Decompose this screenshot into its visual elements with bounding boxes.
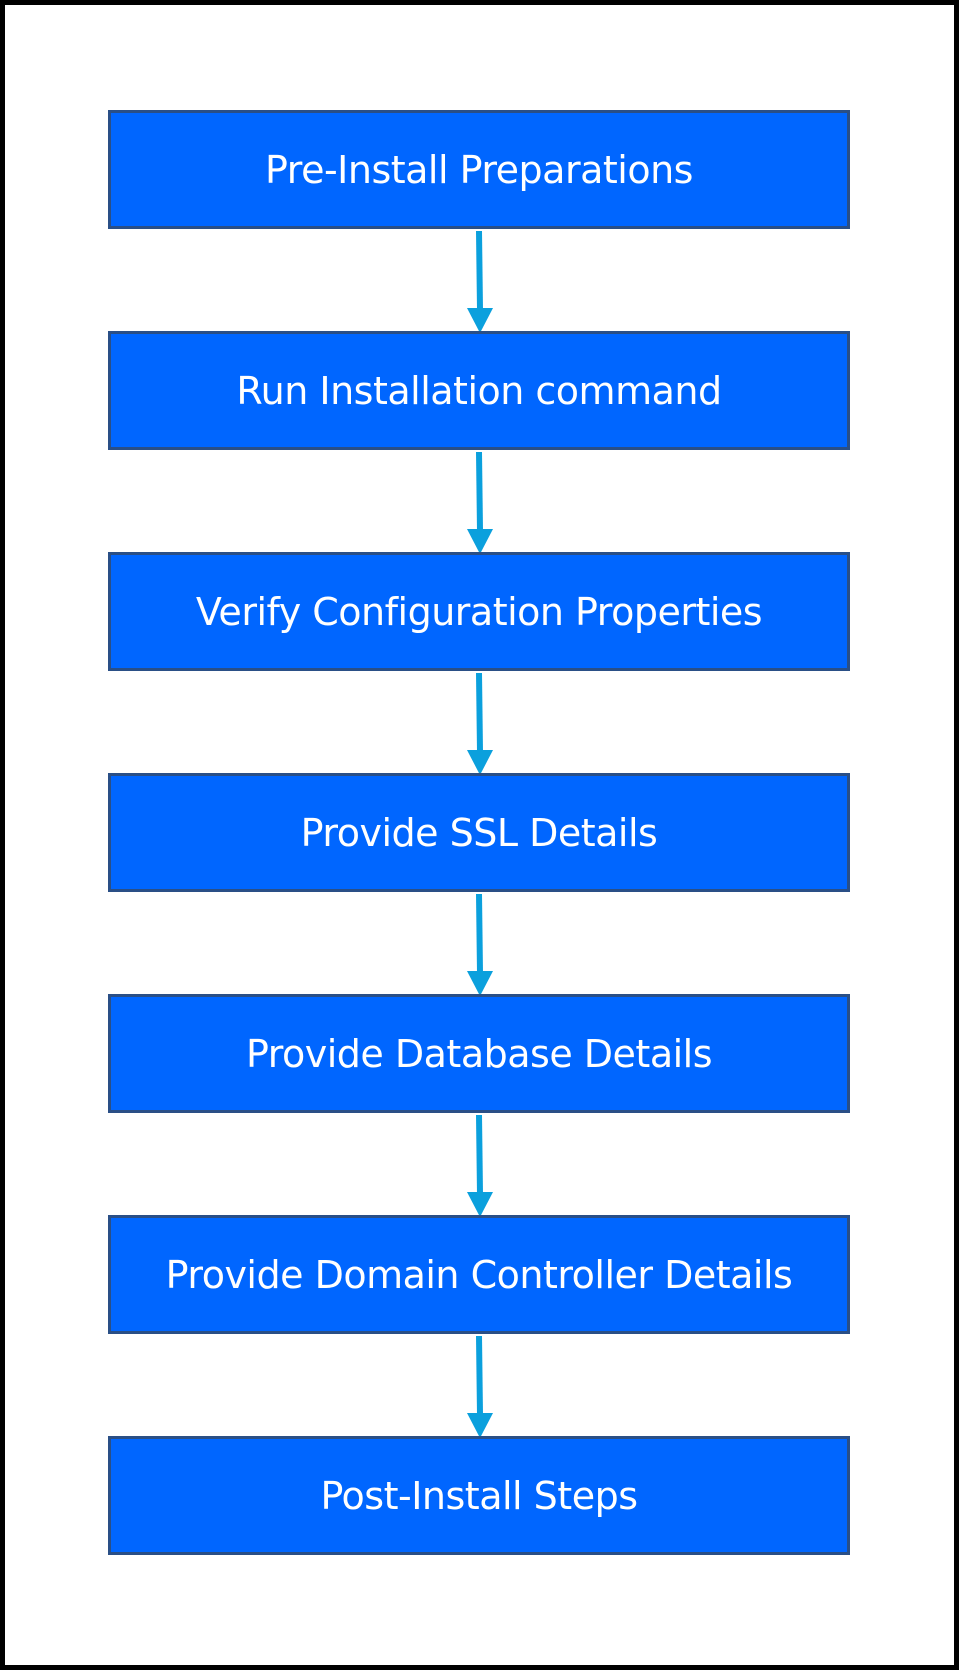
step-provide-database-details: Provide Database Details: [108, 994, 850, 1113]
step-provide-ssl-details: Provide SSL Details: [108, 773, 850, 892]
step-verify-configuration-properties: Verify Configuration Properties: [108, 552, 850, 671]
step-run-installation-command: Run Installation command: [108, 331, 850, 450]
step-post-install-steps: Post-Install Steps: [108, 1436, 850, 1555]
step-pre-install-preparations: Pre-Install Preparations: [108, 110, 850, 229]
step-provide-domain-controller-details: Provide Domain Controller Details: [108, 1215, 850, 1334]
